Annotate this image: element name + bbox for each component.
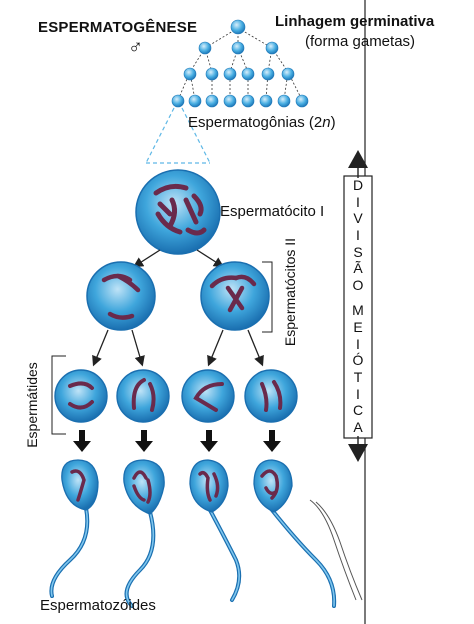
lineage-title: Linhagem germinativa: [275, 13, 435, 30]
spermatozoon-3: [189, 459, 242, 602]
meiosis-letter: Ó: [352, 352, 364, 369]
spermatogonia-label: Espermatogônias (2n): [188, 114, 336, 131]
spermatocyte-2-right: [200, 261, 270, 331]
spermatogonia-label-close: ): [330, 114, 336, 131]
spermatid-2: [116, 369, 170, 423]
meiosis-letter: O: [352, 276, 364, 293]
meiosis-letter: M: [352, 302, 364, 319]
spermatocytes-2-bracket: [262, 261, 273, 333]
meiosis-letter: V: [353, 210, 363, 227]
meiosis-letter: Ã: [353, 260, 363, 277]
spermatocyte-1-label: Espermatócito I: [220, 203, 325, 220]
arrow-1a: [132, 249, 161, 268]
spermatogonia-tree: [177, 27, 303, 101]
arrows-to-spermatids: [92, 329, 264, 367]
meiosis-letter: I: [356, 193, 360, 210]
meiosis-double-arrow: [343, 150, 373, 462]
meiosis-letter: T: [353, 368, 363, 385]
spermatogonia-label-n: n: [322, 114, 331, 131]
spermatid-3: [181, 369, 235, 423]
lineage-subtitle: (forma gametas): [305, 33, 416, 50]
spermatogonia-label-main: Espermatogônias (2: [188, 114, 323, 131]
spermatid-4: [244, 369, 298, 423]
meiosis-letter: I: [356, 385, 360, 402]
partial-tail-outline: [309, 499, 363, 601]
meiosis-letter: D: [352, 177, 364, 193]
meiosis-letter: I: [356, 335, 360, 352]
spermatozoa-label: Espermatozóides: [40, 597, 156, 614]
spermatids-bracket: [51, 355, 66, 435]
maturation-arrows: [73, 430, 281, 452]
diagram-title: ESPERMATOGÊNESE: [38, 19, 198, 36]
meiosis-letter: I: [356, 226, 360, 243]
male-symbol: ♂: [128, 36, 143, 58]
spermatocyte-2-left: [86, 261, 156, 331]
meiosis-letter: S: [353, 243, 363, 260]
meiosis-letter: A: [353, 418, 363, 435]
zoom-dashed-lines: [145, 107, 211, 164]
spermatozoon-2: [123, 459, 165, 608]
spermatocyte-1-cell: [135, 169, 221, 255]
meiosis-letter: E: [353, 318, 363, 335]
meiosis-letter: C: [352, 402, 364, 419]
spermatocytes-2-label: Espermatócitos II: [282, 237, 298, 347]
spermatids-label: Espermátides: [24, 362, 40, 448]
spermatozoon-4: [253, 459, 337, 608]
spermatogonia-cells: [171, 19, 309, 108]
spermatid-1: [54, 369, 108, 423]
arrow-1b: [196, 249, 225, 268]
spermatozoon-1: [49, 459, 99, 598]
